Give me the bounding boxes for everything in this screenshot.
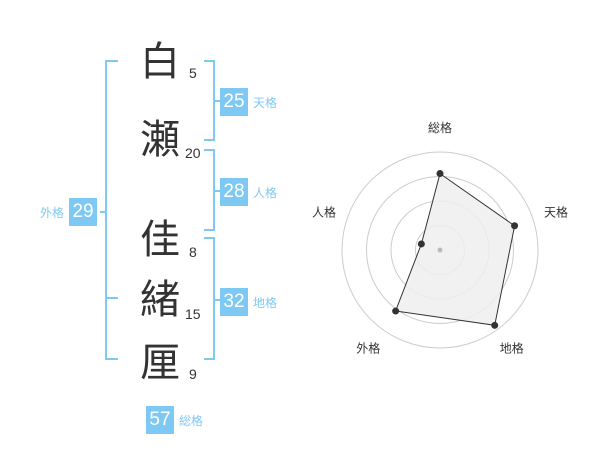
- tenkaku-label: 天格: [253, 95, 278, 110]
- radar-point-2: [511, 222, 519, 230]
- soukaku-label: 総格: [179, 413, 204, 428]
- stroke-count-3: 8: [189, 244, 197, 260]
- soukaku-value: 57: [146, 406, 174, 434]
- soukaku-badge: 57 総格: [146, 406, 203, 434]
- radar-axis-label-1: 総格: [428, 120, 452, 135]
- stroke-count-1: 5: [189, 65, 197, 81]
- tenkaku-value: 25: [220, 88, 248, 116]
- gaikaku-badge: 外格 29: [40, 198, 98, 226]
- stroke-count-2: 20: [185, 145, 201, 161]
- jinkaku-label: 人格: [253, 185, 278, 200]
- stroke-count-4: 15: [185, 306, 201, 322]
- radar-axis-label-5: 人格: [312, 204, 336, 219]
- chikaku-value: 32: [220, 288, 248, 316]
- gaikaku-label: 外格: [40, 205, 65, 220]
- name-char-1: 白: [140, 39, 180, 85]
- radar-axis-label-4: 外格: [356, 341, 380, 356]
- radar-series-area: [394, 172, 516, 326]
- chikaku-badge: 32 地格: [220, 288, 277, 316]
- gaikaku-value: 29: [69, 198, 98, 226]
- radar-point-3: [491, 321, 499, 329]
- name-char-4: 緒: [140, 277, 180, 323]
- radar-grid-ring: [341, 151, 539, 349]
- jinkaku-value: 28: [220, 178, 248, 206]
- radar-point-4: [392, 307, 400, 315]
- chikaku-bracket: [204, 237, 215, 360]
- name-char-3: 佳: [140, 217, 180, 263]
- name-char-2: 瀬: [140, 117, 180, 163]
- chikaku-label: 地格: [253, 295, 278, 310]
- jinkaku-badge: 28 人格: [220, 178, 277, 206]
- radar-point-1: [436, 170, 444, 178]
- radar-point-5: [417, 240, 425, 248]
- tenkaku-badge: 25 天格: [220, 88, 277, 116]
- radar-axis-label-3: 地格: [500, 341, 524, 356]
- radar-center-point: [437, 247, 443, 253]
- name-char-5: 厘: [140, 340, 180, 386]
- radar-axis-label-2: 天格: [544, 204, 568, 219]
- gaikaku-bracket: [105, 60, 118, 360]
- stroke-count-5: 9: [189, 366, 197, 382]
